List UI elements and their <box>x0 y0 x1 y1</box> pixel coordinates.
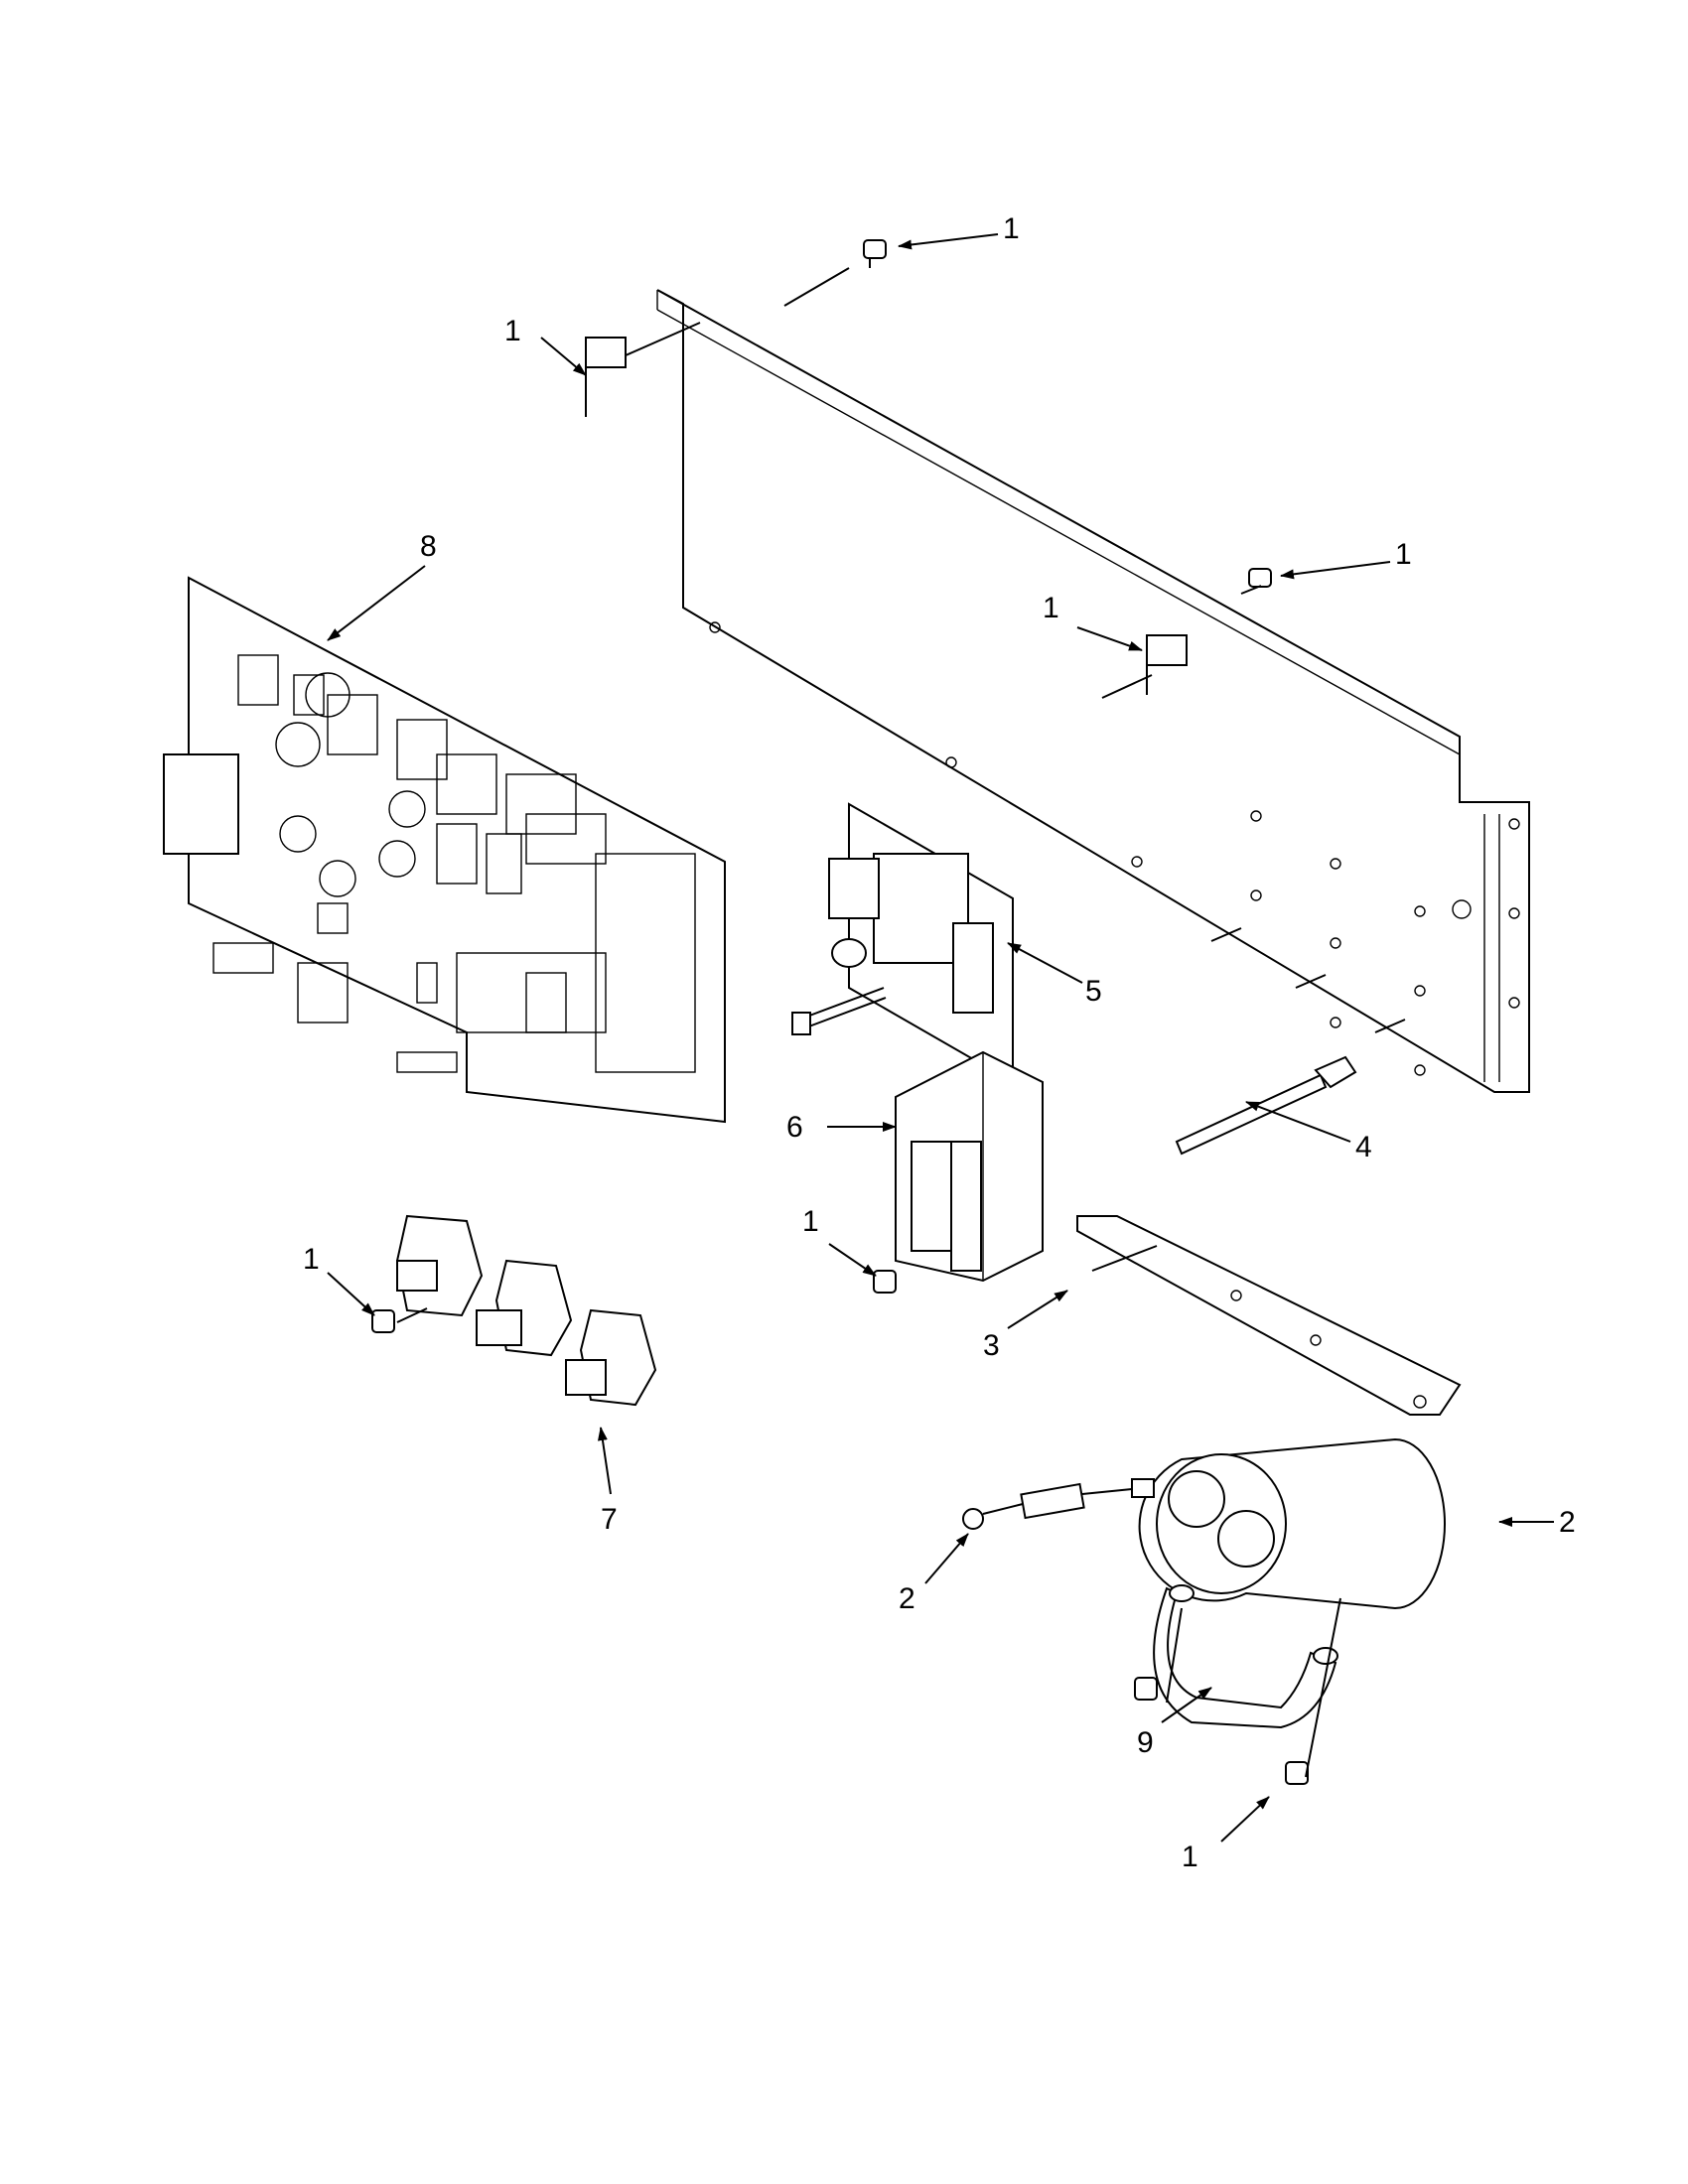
callout-6: 6 <box>786 1111 803 1144</box>
callout-1: 1 <box>802 1205 819 1238</box>
standoff-screws <box>1210 927 1406 1033</box>
screw-1 <box>1134 1677 1158 1701</box>
callout-5: 5 <box>1085 975 1102 1008</box>
callout-1: 1 <box>1395 538 1412 571</box>
screw-1 <box>863 239 887 268</box>
terminal-block <box>895 1050 1044 1283</box>
screw-5 <box>791 987 887 1035</box>
leader-lines <box>327 233 1554 1843</box>
callout-3: 3 <box>983 1329 1000 1362</box>
callout-1: 1 <box>1182 1841 1198 1873</box>
screw-1 <box>873 1270 897 1294</box>
callout-7: 7 <box>601 1503 618 1536</box>
fuse-holder <box>476 1259 573 1357</box>
callout-4: 4 <box>1355 1131 1372 1163</box>
capacitor <box>1138 1437 1446 1610</box>
callout-8: 8 <box>420 530 437 563</box>
screw-1 <box>1285 1761 1309 1785</box>
callout-1: 1 <box>303 1243 320 1276</box>
standoff-1 <box>585 337 627 417</box>
fuse-holders <box>395 1214 657 1407</box>
diode <box>962 1478 1155 1530</box>
screws <box>371 239 1406 1785</box>
fuse-holder <box>565 1308 657 1407</box>
relay-module <box>791 802 1014 1084</box>
control-board <box>163 576 726 1124</box>
standoff-1 <box>1146 634 1188 695</box>
sensor-probe <box>1175 1055 1357 1156</box>
callouts: 1 1 1 1 1 1 1 8 5 4 6 3 7 2 2 9 <box>303 212 1576 1873</box>
screw-1 <box>1248 568 1272 588</box>
fuse-holder <box>395 1214 484 1317</box>
callout-1: 1 <box>504 315 521 347</box>
callout-1: 1 <box>1003 212 1020 245</box>
callout-2: 2 <box>1559 1506 1576 1539</box>
capacitor-strap <box>1153 1584 1338 1729</box>
support-bracket <box>1076 1215 1462 1416</box>
callout-1: 1 <box>1043 592 1059 624</box>
screw-1 <box>371 1309 395 1333</box>
mounting-panel <box>656 289 1530 1093</box>
callout-9: 9 <box>1137 1726 1154 1759</box>
callout-2: 2 <box>899 1582 915 1615</box>
